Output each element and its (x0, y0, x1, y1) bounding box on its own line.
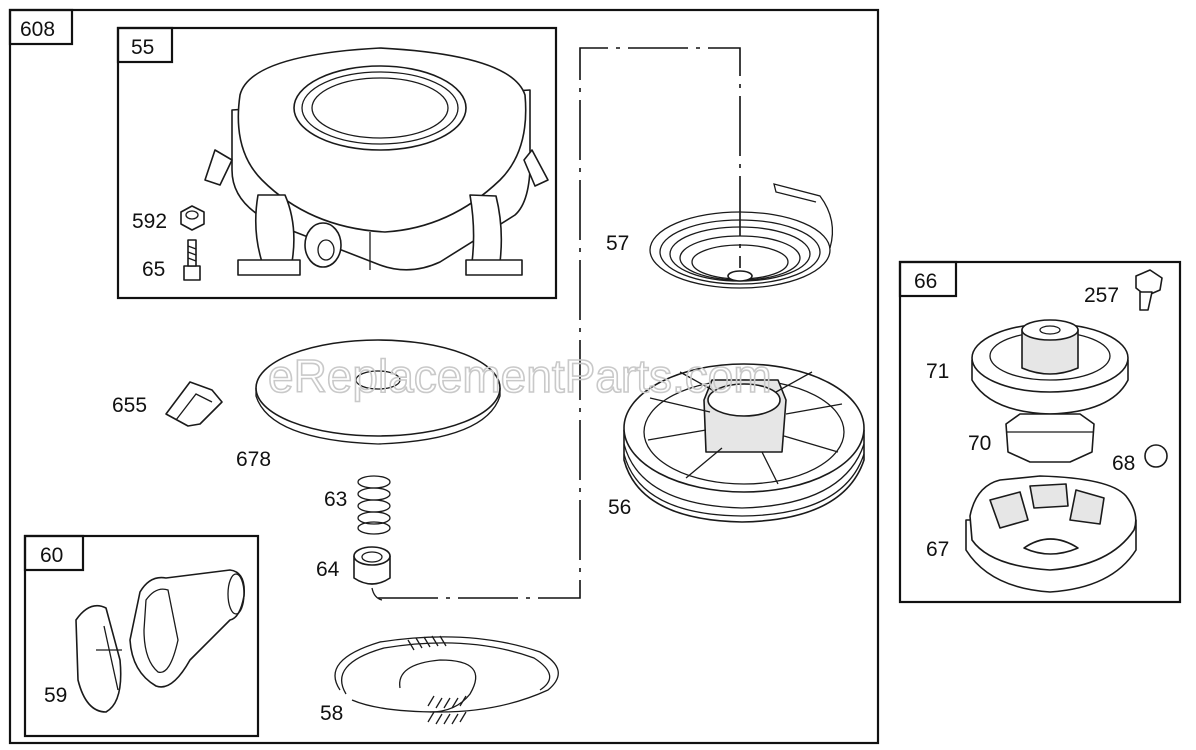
watermark: eReplacementParts.com (268, 350, 772, 402)
plate-678-part (255, 339, 501, 445)
starter-housing-67-part (965, 475, 1137, 593)
subassembly-66-frame (898, 260, 1182, 604)
subassembly-60-label-box (23, 534, 85, 572)
assembly-leader-line (378, 47, 741, 599)
part-label-70: 70 (968, 432, 991, 455)
rope-58-part (334, 635, 559, 725)
bolt-257-part (1135, 269, 1163, 311)
subassembly-60-label: 60 (40, 544, 63, 567)
pulley-56-part (623, 363, 865, 523)
subassembly-55-label: 55 (131, 36, 154, 59)
assembly-label: 608 (20, 18, 55, 41)
part-label-71: 71 (926, 360, 949, 383)
ratchet-70-part (1005, 413, 1095, 463)
subassembly-66-label-box (898, 260, 958, 298)
assembly-label-box (8, 8, 74, 46)
part-label-57: 57 (606, 232, 629, 255)
part-label-56: 56 (608, 496, 631, 519)
assembly-frame (8, 8, 880, 745)
blower-housing-part (204, 47, 549, 276)
subassembly-60-frame (23, 534, 260, 738)
part-label-592: 592 (132, 210, 167, 233)
subassembly-55-label-box (116, 26, 174, 64)
handle-part (129, 569, 246, 688)
part-label-67: 67 (926, 538, 949, 561)
starter-cup-71-part (971, 319, 1129, 415)
nut-592-part (180, 205, 205, 231)
part-label-59: 59 (44, 684, 67, 707)
part-label-655: 655 (112, 394, 147, 417)
subassembly-66-label: 66 (914, 270, 937, 293)
handle-insert-59-part (75, 604, 122, 713)
part-label-64: 64 (316, 558, 340, 581)
subassembly-55-frame (116, 26, 558, 300)
part-label-68: 68 (1112, 452, 1135, 475)
ball-68-part (1144, 444, 1168, 468)
part-label-63: 63 (324, 488, 347, 511)
part-label-65: 65 (142, 258, 165, 281)
part-label-257: 257 (1084, 284, 1119, 307)
part-label-58: 58 (320, 702, 343, 725)
clip-655-part (165, 381, 223, 427)
leader-hook (371, 587, 383, 601)
spring-63-part (357, 475, 391, 535)
retainer-64-part (353, 546, 391, 585)
screw-65-part (183, 239, 201, 281)
part-label-678: 678 (236, 448, 271, 471)
recoil-spring-57-part (649, 183, 834, 289)
